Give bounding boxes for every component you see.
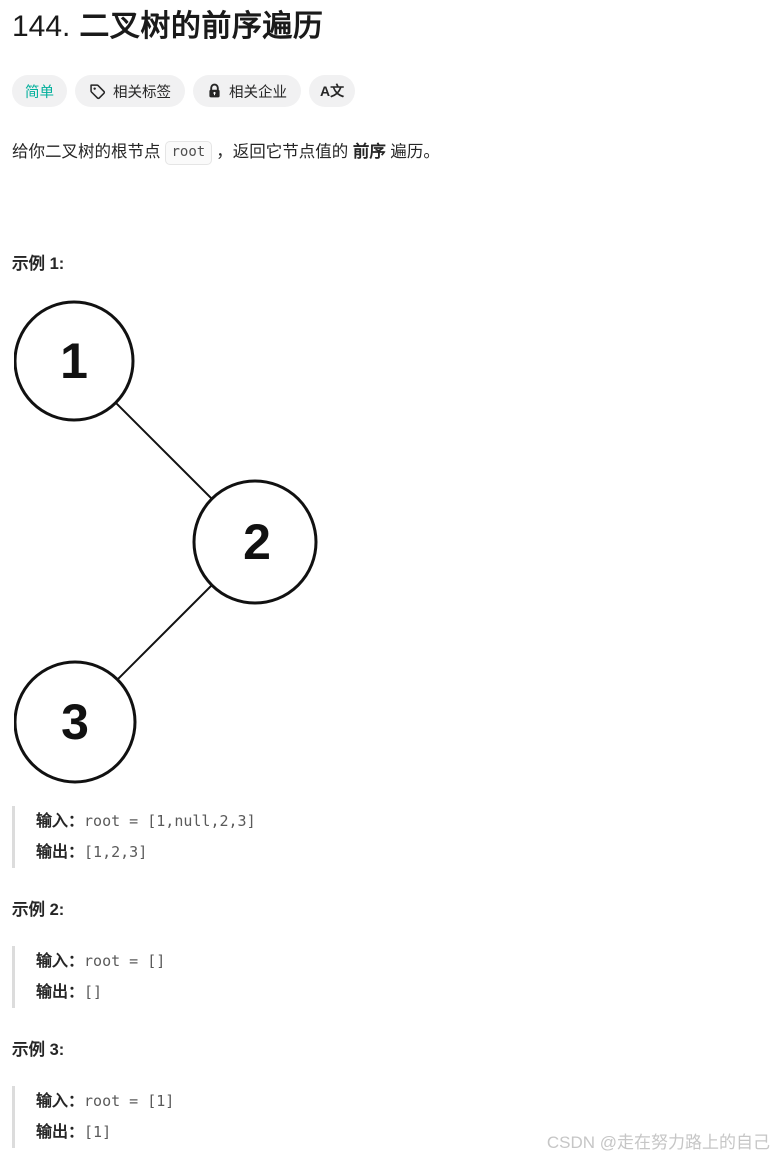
- example-1-output-line: 输出：[1,2,3]: [36, 837, 757, 868]
- tree-node-2: 2: [192, 479, 318, 605]
- output-value: [1]: [84, 1123, 112, 1141]
- example-1-input-line: 输入：root = [1,null,2,3]: [36, 806, 757, 837]
- output-value: [1,2,3]: [84, 843, 148, 861]
- example-3-heading: 示例 3:: [12, 1041, 65, 1059]
- example-2-output-line: 输出：[]: [36, 977, 757, 1008]
- page-title: 144.二叉树的前序遍历: [12, 8, 323, 46]
- related-companies-label: 相关企业: [229, 84, 287, 101]
- input-value: root = []: [84, 952, 166, 970]
- tree-node-1-label: 1: [60, 333, 88, 389]
- csdn-watermark: CSDN @走在努力路上的自己: [546, 1133, 770, 1152]
- description-prefix: 给你二叉树的根节点: [12, 143, 161, 161]
- related-companies-button[interactable]: 相关企业: [193, 75, 301, 107]
- example-1-heading: 示例 1:: [12, 255, 65, 273]
- input-label: 输入：: [36, 1093, 85, 1110]
- example-3-block: 输入：root = [1] 输出：[1]: [12, 1086, 757, 1148]
- example-2-block: 输入：root = [] 输出：[]: [12, 946, 757, 1008]
- example-1-block: 输入：root = [1,null,2,3] 输出：[1,2,3]: [12, 806, 757, 868]
- example-3-output-line: 输出：[1]: [36, 1117, 757, 1148]
- description-suffix: 遍历。: [385, 143, 440, 161]
- related-tags-button[interactable]: 相关标签: [75, 75, 185, 107]
- output-value: []: [84, 983, 103, 1001]
- tree-node-1: 1: [13, 300, 135, 422]
- translate-button[interactable]: A文: [309, 75, 356, 107]
- lock-icon: [207, 83, 222, 99]
- meta-pills: 简单 相关标签 相关企业 A文: [12, 75, 356, 107]
- problem-title-text: 二叉树的前序遍历: [79, 10, 324, 43]
- example-3-input-line: 输入：root = [1]: [36, 1086, 757, 1117]
- tree-node-3-label: 3: [61, 694, 89, 750]
- related-tags-label: 相关标签: [113, 84, 171, 101]
- description-bold-term: 前序: [352, 143, 386, 161]
- input-label: 输入：: [36, 953, 85, 970]
- translate-icon: A文: [320, 83, 345, 99]
- example-2-heading: 示例 2:: [12, 901, 65, 919]
- output-label: 输出：: [36, 1124, 85, 1141]
- problem-number: 144.: [12, 10, 71, 43]
- binary-tree-diagram: 1 2 3: [13, 296, 318, 791]
- tag-icon: [89, 83, 106, 100]
- output-label: 输出：: [36, 984, 85, 1001]
- tree-node-2-label: 2: [243, 514, 271, 570]
- output-label: 输出：: [36, 844, 85, 861]
- example-2-input-line: 输入：root = []: [36, 946, 757, 977]
- input-value: root = [1]: [84, 1092, 175, 1110]
- difficulty-badge[interactable]: 简单: [12, 75, 67, 107]
- input-label: 输入：: [36, 813, 85, 830]
- inline-code-root: root: [164, 141, 213, 165]
- tree-node-3: 3: [13, 660, 137, 784]
- input-value: root = [1,null,2,3]: [84, 812, 256, 830]
- description-middle: ，返回它节点值的: [216, 143, 353, 161]
